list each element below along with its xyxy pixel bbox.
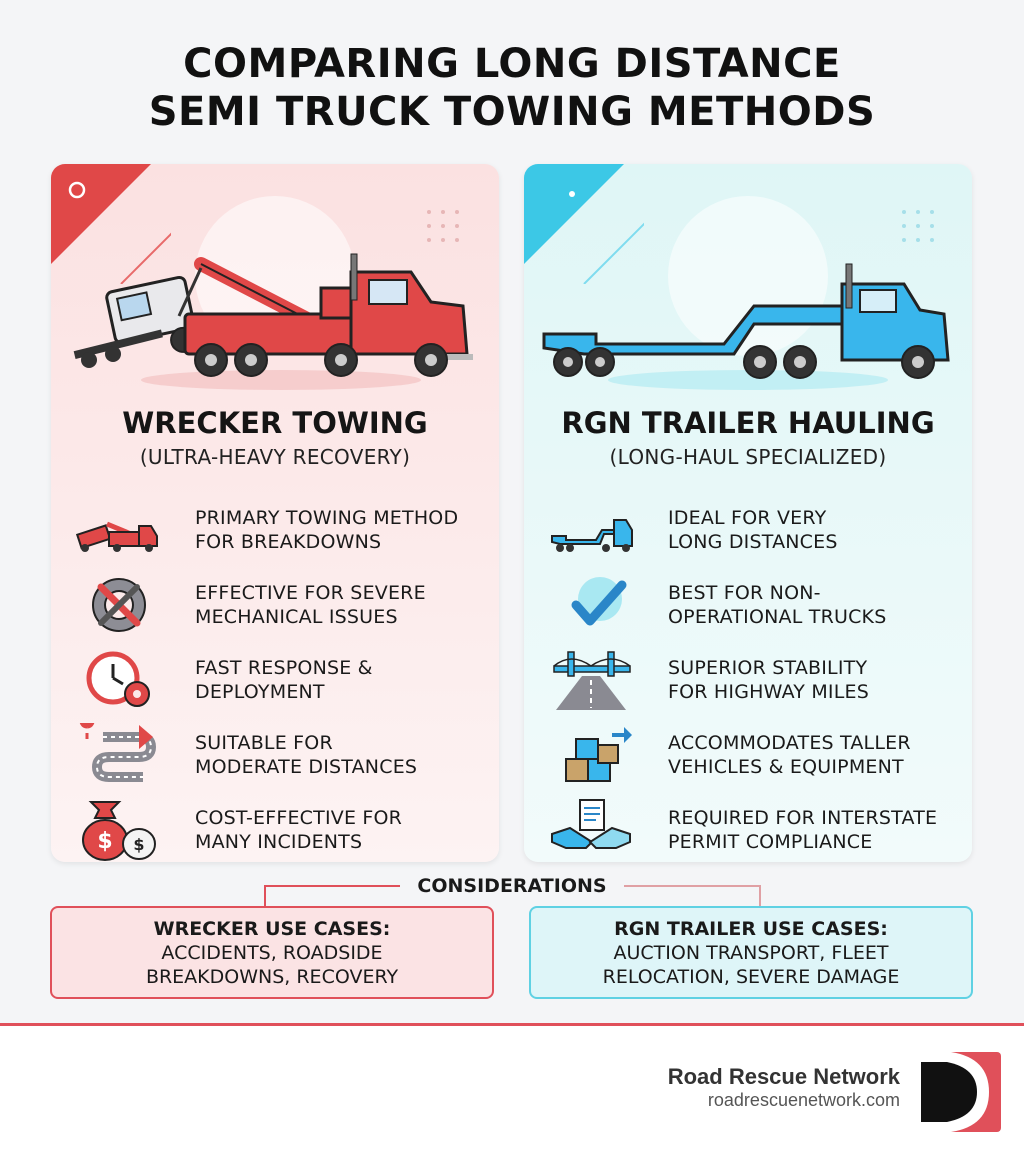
- rgn-use-cases-line-1: AUCTION TRANSPORT, FLEET: [613, 941, 889, 964]
- considerations-label: CONSIDERATIONS: [417, 875, 607, 897]
- clock-gear-icon: [86, 651, 150, 707]
- road-rescue-logo-icon: [921, 1052, 1001, 1132]
- feature-line-1: SUPERIOR STABILITY: [668, 657, 868, 679]
- rgn-feature-item: REQUIRED FOR INTERSTATE PERMIT COMPLIANC…: [524, 798, 972, 862]
- feature-line-2: OPERATIONAL TRUCKS: [668, 606, 887, 628]
- page-title-line-2: SEMI TRUCK TOWING METHODS: [148, 89, 876, 135]
- feature-line-1: IDEAL FOR VERY: [668, 507, 827, 529]
- footer-divider: [0, 1023, 1024, 1026]
- brand-url[interactable]: roadrescuenetwork.com: [707, 1090, 900, 1110]
- rgn-use-cases-line-2: RELOCATION, SEVERE DAMAGE: [602, 965, 900, 988]
- svg-text:$: $: [97, 829, 112, 854]
- rgn-feature-item: ACCOMMODATES TALLER VEHICLES & EQUIPMENT: [524, 723, 972, 787]
- feature-line-1: PRIMARY TOWING METHOD: [195, 507, 459, 529]
- feature-line-2: VEHICLES & EQUIPMENT: [668, 756, 904, 778]
- feature-line-2: DEPLOYMENT: [195, 681, 325, 703]
- wrecker-use-cases-title: WRECKER USE CASES:: [153, 917, 391, 940]
- page-title-line-1: COMPARING LONG DISTANCE: [183, 41, 841, 87]
- feature-line-1: ACCOMMODATES TALLER: [668, 732, 911, 754]
- rgn-use-cases-title: RGN TRAILER USE CASES:: [614, 917, 888, 940]
- feature-line-1: COST-EFFECTIVE FOR: [195, 807, 403, 829]
- wrecker-use-cases-line-2: BREAKDOWNS, RECOVERY: [145, 965, 399, 988]
- stacked-boxes-icon: [565, 727, 632, 782]
- feature-line-1: FAST RESPONSE &: [195, 657, 373, 679]
- tow-truck-icon: [75, 521, 158, 552]
- lowboy-trailer-icon: [551, 519, 633, 552]
- svg-text:$: $: [133, 835, 144, 854]
- feature-line-1: REQUIRED FOR INTERSTATE: [668, 807, 938, 829]
- wrecker-feature-item: SUITABLE FOR MODERATE DISTANCES: [51, 723, 499, 787]
- rgn-card-subtitle: (LONG-HAUL SPECIALIZED): [609, 445, 887, 469]
- rgn-feature-item: BEST FOR NON- OPERATIONAL TRUCKS: [524, 573, 972, 637]
- wrecker-tow-truck-icon: [73, 196, 473, 390]
- wrecker-towing-card: WRECKER TOWING (ULTRA-HEAVY RECOVERY) PR…: [51, 164, 499, 862]
- wrecker-use-cases-line-1: ACCIDENTS, ROADSIDE: [161, 941, 383, 964]
- page-title: COMPARING LONG DISTANCE SEMI TRUCK TOWIN…: [0, 40, 1024, 136]
- handshake-document-icon: [551, 799, 631, 849]
- wrecker-card-title: WRECKER TOWING: [122, 406, 428, 440]
- feature-line-2: LONG DISTANCES: [668, 531, 838, 553]
- feature-line-1: EFFECTIVE FOR SEVERE: [195, 582, 426, 604]
- footer: [0, 1026, 1024, 1154]
- bridge-highway-icon: [553, 651, 631, 710]
- feature-line-1: SUITABLE FOR: [195, 732, 333, 754]
- feature-line-2: MODERATE DISTANCES: [195, 756, 418, 778]
- rgn-feature-item: SUPERIOR STABILITY FOR HIGHWAY MILES: [524, 648, 972, 712]
- rgn-card-title: RGN TRAILER HAULING: [561, 406, 935, 440]
- wrecker-feature-item: EFFECTIVE FOR SEVERE MECHANICAL ISSUES: [51, 573, 499, 637]
- corner-accent-icon: [51, 164, 171, 284]
- corner-accent-icon: [524, 164, 644, 284]
- feature-line-1: BEST FOR NON-: [668, 582, 821, 604]
- considerations-connector: [264, 885, 761, 906]
- feature-line-2: PERMIT COMPLIANCE: [668, 831, 873, 853]
- rgn-trailer-card: RGN TRAILER HAULING (LONG-HAUL SPECIALIZ…: [524, 164, 972, 862]
- feature-line-2: MECHANICAL ISSUES: [195, 606, 398, 628]
- rgn-use-cases-box: RGN TRAILER USE CASES: AUCTION TRANSPORT…: [529, 906, 973, 999]
- checkmark-icon: [571, 577, 627, 626]
- feature-line-2: MANY INCIDENTS: [195, 831, 363, 853]
- feature-line-2: FOR BREAKDOWNS: [195, 531, 382, 553]
- wrench-gear-icon: [92, 578, 146, 632]
- winding-route-icon: [79, 723, 157, 782]
- feature-line-2: FOR HIGHWAY MILES: [668, 681, 869, 703]
- wrecker-card-subtitle: (ULTRA-HEAVY RECOVERY): [139, 445, 411, 469]
- brand-name: Road Rescue Network: [667, 1064, 900, 1089]
- wrecker-feature-item: PRIMARY TOWING METHOD FOR BREAKDOWNS: [51, 498, 499, 562]
- wrecker-feature-item: $ $ COST-EFFECTIVE FOR MANY INCIDENTS: [51, 798, 499, 862]
- rgn-feature-item: IDEAL FOR VERY LONG DISTANCES: [524, 498, 972, 562]
- wrecker-use-cases-box: WRECKER USE CASES: ACCIDENTS, ROADSIDE B…: [50, 906, 494, 999]
- money-bags-icon: $ $: [82, 801, 156, 861]
- rgn-trailer-truck-icon: [542, 196, 950, 390]
- wrecker-feature-item: FAST RESPONSE & DEPLOYMENT: [51, 648, 499, 712]
